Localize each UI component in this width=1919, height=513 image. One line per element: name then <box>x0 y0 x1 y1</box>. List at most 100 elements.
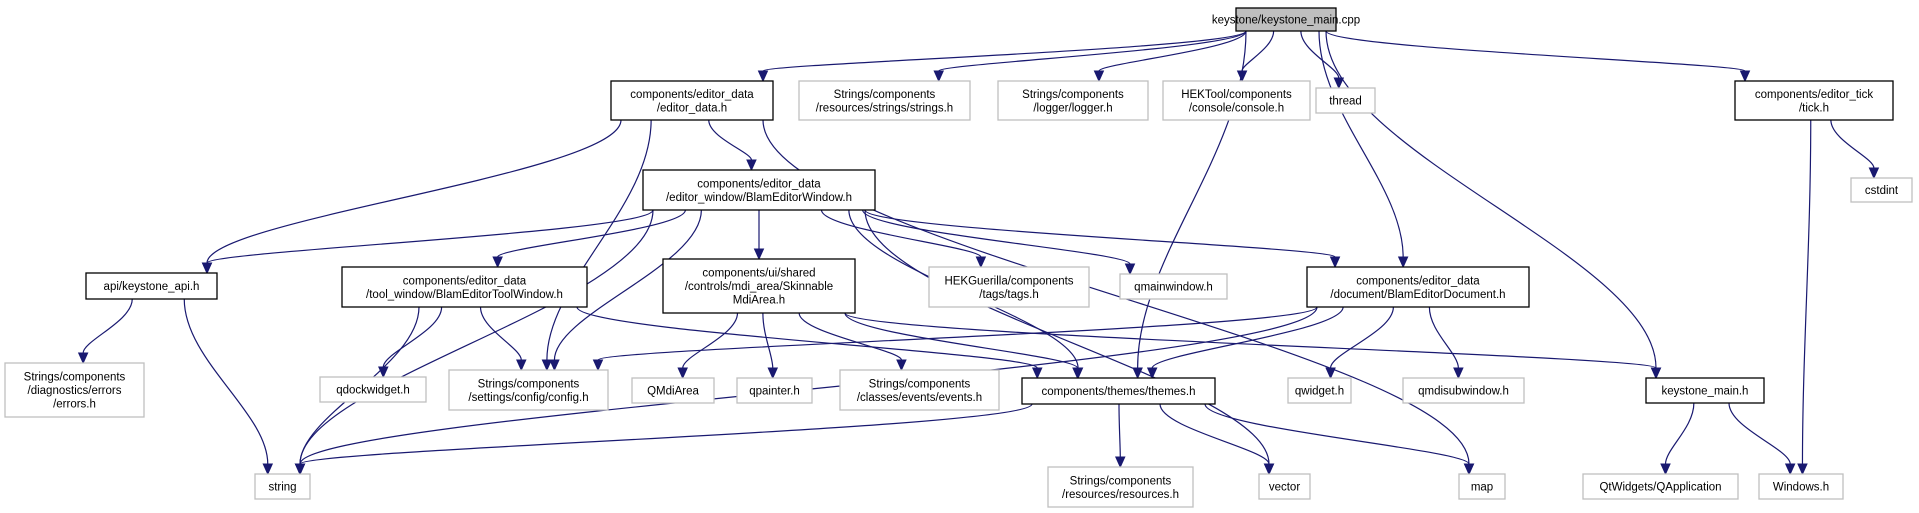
node-label: components/editor_tick <box>1755 89 1874 101</box>
node-console[interactable]: HEKTool/components/console/console.h <box>1162 80 1311 121</box>
node-string[interactable]: string <box>254 473 311 500</box>
node-box <box>1162 80 1311 121</box>
node-qmainwindow[interactable]: qmainwindow.h <box>1119 273 1228 300</box>
node-label: Strings/components <box>24 372 126 384</box>
edge-line <box>682 312 739 369</box>
node-label: Strings/components <box>1070 475 1172 487</box>
node-tags[interactable]: HEKGuerilla/components/tags/tags.h <box>928 266 1090 308</box>
node-box <box>1235 7 1337 32</box>
node-tick[interactable]: components/editor_tick/tick.h <box>1734 80 1894 121</box>
node-box <box>1258 473 1311 500</box>
node-qpainter[interactable]: qpainter.h <box>736 377 813 404</box>
node-themes[interactable]: components/themes/themes.h <box>1021 377 1216 405</box>
node-logger[interactable]: Strings/components/logger/logger.h <box>997 80 1149 121</box>
node-label: /document/BlamEditorDocument.h <box>1330 289 1505 301</box>
node-label: Strings/components <box>869 378 971 390</box>
edge-mdi-area-to-themes <box>844 312 1083 380</box>
node-blam-document[interactable]: components/editor_data/document/BlamEdit… <box>1306 266 1530 308</box>
arrowhead-icon <box>1739 70 1751 83</box>
node-resources[interactable]: Strings/components/resources/resources.h <box>1047 466 1194 508</box>
node-box <box>997 80 1149 121</box>
node-box <box>798 80 971 121</box>
arrowhead-icon <box>1784 463 1796 476</box>
node-qdockwidget[interactable]: qdockwidget.h <box>319 376 427 403</box>
arrowhead-icon <box>767 367 779 380</box>
node-qmdisubwindow[interactable]: qmdisubwindow.h <box>1402 377 1525 404</box>
node-blam-window[interactable]: components/editor_data/editor_window/Bla… <box>642 169 876 211</box>
edge-line <box>1318 30 1404 258</box>
node-label: HEKGuerilla/components <box>944 275 1073 287</box>
node-events[interactable]: Strings/components/classes/events/events… <box>839 369 1000 411</box>
node-keystone-main-h[interactable]: keystone_main.h <box>1645 377 1765 404</box>
arrowhead-icon <box>1263 463 1275 476</box>
node-label: /editor_data.h <box>657 102 727 114</box>
node-keystone-api[interactable]: api/keystone_api.h <box>85 272 218 300</box>
node-box <box>662 258 856 314</box>
arrowhead-icon <box>1115 456 1126 469</box>
node-tool-window[interactable]: components/editor_data/tool_window/BlamE… <box>341 266 588 308</box>
node-label: components/editor_data <box>630 89 754 101</box>
edge-line <box>1098 30 1247 72</box>
node-editor-data[interactable]: components/editor_data/editor_data.h <box>610 80 774 121</box>
node-qwidget[interactable]: qwidget.h <box>1287 377 1352 404</box>
edge-tool-window-to-qdockwidget <box>378 306 443 379</box>
edge-blam-document-to-config <box>592 306 1318 372</box>
edge-root-to-keystone-main-h <box>1325 30 1662 380</box>
arrowhead-icon <box>201 262 213 275</box>
node-vector[interactable]: vector <box>1258 473 1311 500</box>
node-errors[interactable]: Strings/components/diagnostics/errors/er… <box>4 362 145 418</box>
node-label: /controls/mdi_area/Skinnable <box>685 281 833 293</box>
node-mdi-area[interactable]: components/ui/shared/controls/mdi_area/S… <box>662 258 856 314</box>
edge-line <box>1428 306 1459 369</box>
arrowhead-icon <box>1397 256 1409 269</box>
edge-line <box>844 312 1079 369</box>
edge-mdi-area-to-events <box>798 312 907 372</box>
node-box <box>1734 80 1894 121</box>
arrowhead-icon <box>549 359 560 372</box>
node-windows[interactable]: Windows.h <box>1758 473 1844 500</box>
edge-mdi-area-to-keystone-main-h <box>844 312 1662 380</box>
node-cstdint[interactable]: cstdint <box>1850 177 1913 203</box>
edge-root-to-blam-document <box>1318 30 1409 269</box>
node-label: components/ui/shared <box>702 268 815 280</box>
edge-line <box>1151 306 1344 369</box>
edge-line <box>299 209 654 465</box>
node-root[interactable]: keystone/keystone_main.cpp <box>1212 7 1360 32</box>
node-box <box>610 80 774 121</box>
arrowhead-icon <box>677 367 688 380</box>
edge-line <box>864 209 1270 465</box>
arrowhead-icon <box>516 359 527 372</box>
node-box <box>1047 466 1194 508</box>
node-label: map <box>1471 482 1493 494</box>
node-box <box>85 272 218 300</box>
node-qapplication[interactable]: QtWidgets/QApplication <box>1582 473 1739 500</box>
node-map[interactable]: map <box>1458 473 1506 500</box>
node-label: QMdiArea <box>647 386 699 398</box>
arrowhead-icon <box>1072 367 1083 380</box>
edge-keystone-main-h-to-qapplication <box>1660 402 1695 476</box>
edge-editor-data-to-blam-window <box>708 119 757 172</box>
edge-line <box>479 306 522 361</box>
node-box <box>4 362 145 418</box>
edge-root-to-logger <box>1093 30 1247 83</box>
arrowhead-icon <box>1325 367 1336 380</box>
node-strings[interactable]: Strings/components/resources/strings/str… <box>798 80 971 121</box>
arrowhead-icon <box>262 463 274 476</box>
edge-blam-window-to-keystone-api <box>201 209 654 275</box>
node-label: vector <box>1269 482 1300 494</box>
node-label: /diagnostics/errors <box>28 385 122 397</box>
node-qmdiarea[interactable]: QMdiArea <box>631 377 715 404</box>
node-label: /tool_window/BlamEditorToolWindow.h <box>366 289 563 301</box>
node-label: HEKTool/components <box>1181 89 1292 101</box>
node-label: /logger/logger.h <box>1033 102 1112 114</box>
node-label: keystone_main.h <box>1662 386 1749 398</box>
nodes-layer: keystone/keystone_main.cpp components/edi… <box>4 7 1913 508</box>
arrowhead-icon <box>896 359 907 372</box>
arrowhead-icon <box>1146 367 1158 380</box>
edge-root-to-console <box>1236 30 1275 83</box>
edge-root-to-strings <box>933 30 1247 83</box>
node-config[interactable]: Strings/components/settings/config/confi… <box>448 369 609 411</box>
edge-mdi-area-to-qpainter <box>762 312 779 380</box>
node-thread[interactable]: thread <box>1315 87 1376 114</box>
